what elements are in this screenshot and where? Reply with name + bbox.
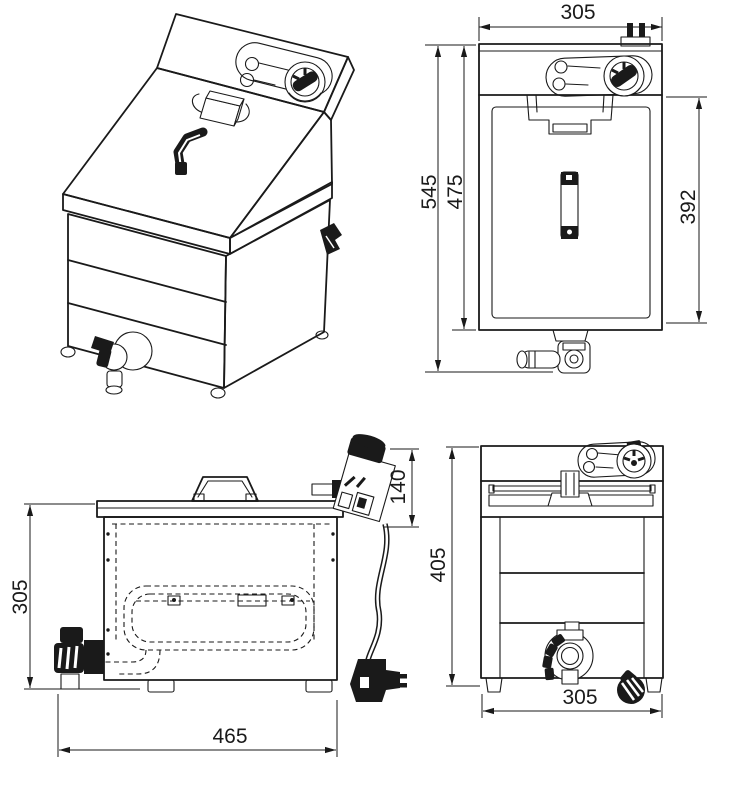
iso-lid-bracket [191,90,250,127]
iso-basket-handle [173,127,208,175]
front-view: 405 305 [427,440,664,718]
side-lid-slab [96,500,344,518]
side-lid-handle [191,476,259,502]
front-drain-valve [542,621,594,685]
top-cable-gland [620,23,651,47]
dim-label-side-height: 305 [9,579,32,614]
iso-control-cluster [235,42,333,103]
side-body-outline [103,516,338,681]
iso-control-panel [156,13,355,239]
dim-label-top-width: 305 [560,1,595,24]
front-pilot-light [585,447,599,461]
dim-label-front-width: 305 [562,686,597,709]
dim-label-front-height: 405 [427,547,450,582]
side-drain-valve [54,627,104,690]
side-view: 305 140 465 [9,434,419,757]
iso-body [60,199,342,399]
dim-label-body-depth: 475 [444,174,467,209]
iso-power-connector [320,223,342,255]
top-view: 305 545 475 392 [418,1,707,374]
dim-total-depth: 545 [418,44,553,373]
iso-lid [62,67,333,255]
front-control-cluster [577,440,656,479]
front-foot [485,677,503,693]
front-pilot-light [582,460,596,474]
front-lid-handle [488,470,656,507]
dim-inner-depth: 392 [666,96,707,324]
isometric-view [60,13,355,399]
top-pilot-light [552,77,566,91]
dim-label-control-height: 140 [387,469,410,504]
top-lid-handle [560,171,579,239]
iso-foot [315,330,329,340]
top-pilot-light [554,60,568,74]
dim-overall-depth: 465 [57,694,338,757]
dim-top-width: 305 [478,1,663,41]
dim-front-width: 305 [481,686,663,718]
front-power-plug [617,670,645,704]
top-control-cluster [545,55,653,97]
front-thermostat-knob [616,440,652,479]
dim-front-height: 405 [427,446,480,687]
side-hidden-tank [100,523,335,675]
side-foot [305,679,333,693]
side-power-plug [350,659,407,702]
top-handle-mount [526,94,614,135]
side-foot [147,679,175,693]
dim-label-total-depth: 545 [418,174,441,209]
top-tank-rim [491,106,651,319]
dim-label-inner-depth: 392 [677,189,700,224]
top-thermostat-knob [603,55,645,97]
top-drain-tap [516,329,591,374]
iso-thermostat-knob [284,61,326,103]
front-foot [645,677,663,693]
iso-foot [210,387,226,399]
side-control-box [311,434,407,702]
iso-foot [60,346,76,358]
dim-side-height: 305 [9,503,140,690]
dim-control-height: 140 [384,448,419,528]
dim-label-overall-depth: 465 [212,725,247,748]
dim-body-depth: 475 [444,46,476,331]
iso-pilot-light [244,56,260,72]
iso-drain-valve [91,331,153,395]
side-power-cable [365,523,390,661]
